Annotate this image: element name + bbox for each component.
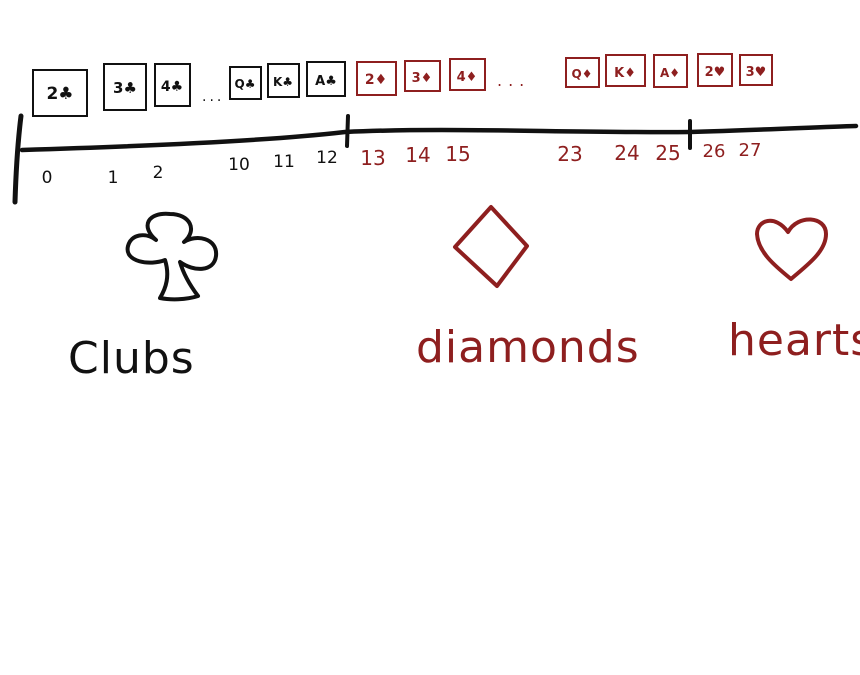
clubs-label: Clubs [68, 333, 195, 384]
red-cards [356, 53, 773, 96]
card-label: 2♥ [705, 65, 726, 80]
card-2-hearts [697, 53, 733, 87]
card-3-clubs [103, 63, 147, 111]
card-label: 3♦ [412, 71, 433, 86]
black-cards [32, 61, 346, 117]
index-label: 26 [703, 141, 726, 162]
index-label: 1 [108, 168, 119, 188]
left-axis-bar [12, 113, 24, 205]
index-axis-line [19, 123, 859, 153]
card-label: K♦ [614, 66, 636, 81]
club-icon [125, 211, 219, 302]
card-label: 2♣ [46, 84, 73, 104]
card-k-clubs [267, 63, 300, 98]
red-ellipsis: ... [497, 71, 530, 90]
card-label: Q♣ [235, 77, 256, 91]
card-label: 4♦ [457, 70, 478, 85]
card-label: A♦ [660, 66, 680, 80]
card-4-clubs [154, 63, 191, 107]
card-a-clubs [306, 61, 346, 97]
index-label: 15 [445, 142, 470, 166]
index-label: 2 [153, 163, 164, 183]
index-label: 0 [42, 168, 53, 188]
card-q-diamonds [565, 57, 600, 88]
card-label: 2♦ [365, 72, 387, 88]
index-label: 24 [614, 141, 639, 165]
hearts-label: hearts [728, 315, 860, 366]
index-label: 11 [273, 152, 295, 172]
card-k-diamonds [605, 54, 646, 87]
index-label: 14 [405, 143, 430, 167]
heart-icon [755, 217, 828, 281]
card-3-diamonds [404, 60, 441, 92]
card-label: A♣ [315, 74, 337, 89]
card-q-clubs [229, 66, 262, 100]
diamond-icon [453, 205, 529, 288]
clubs-diamonds-divider [345, 114, 350, 148]
card-4-diamonds [449, 58, 486, 91]
number-line [12, 113, 859, 205]
index-label: 25 [655, 141, 680, 165]
index-label: 23 [557, 142, 582, 166]
black-ellipsis: ... [202, 89, 224, 105]
index-label: 10 [228, 155, 250, 175]
card-label: 3♣ [113, 79, 137, 97]
card-2-clubs [32, 69, 88, 117]
diamonds-label: diamonds [416, 322, 640, 373]
card-a-diamonds [653, 54, 688, 88]
card-label: 3♥ [746, 65, 767, 80]
card-2-diamonds [356, 61, 397, 96]
card-3-hearts [739, 54, 773, 86]
index-label: 13 [360, 146, 385, 170]
card-label: 4♣ [161, 79, 183, 95]
card-label: K♣ [273, 75, 293, 89]
index-label: 12 [316, 148, 338, 168]
index-label: 27 [739, 140, 762, 161]
card-label: Q♦ [572, 67, 593, 81]
